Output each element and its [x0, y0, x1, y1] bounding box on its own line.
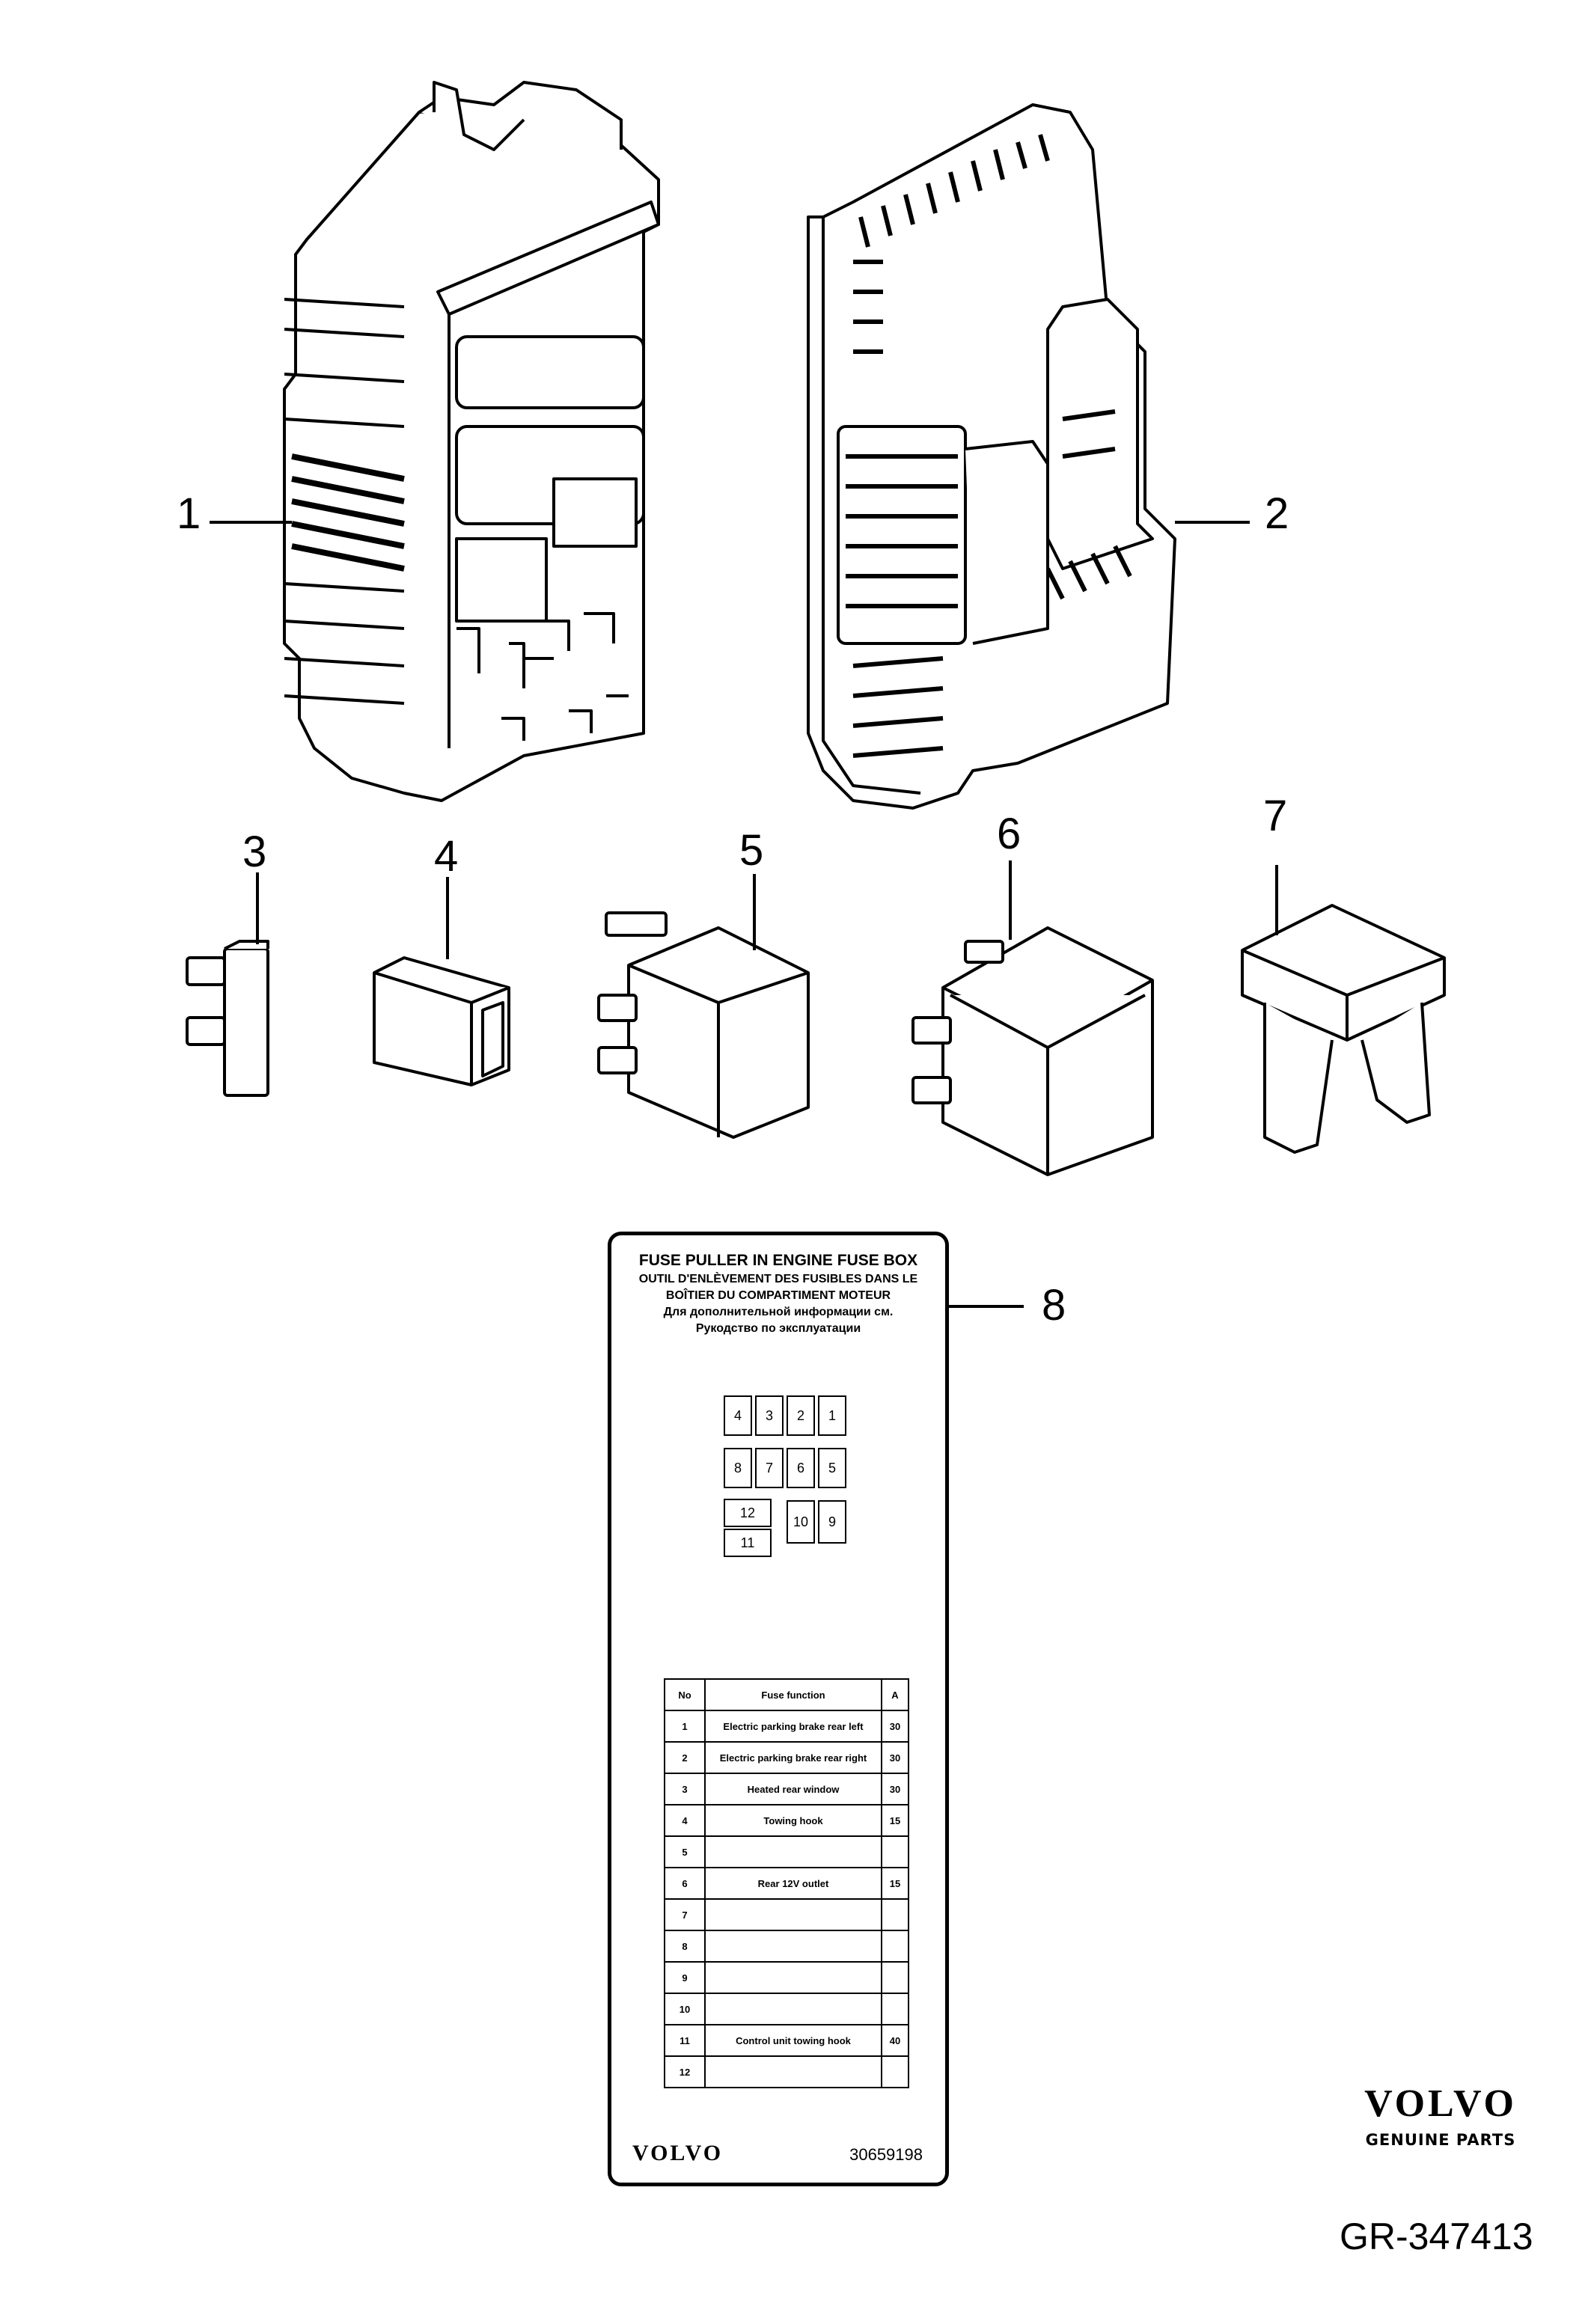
- fuse-slot: 6: [787, 1448, 815, 1488]
- cell-no: 7: [664, 1898, 706, 1931]
- cell-function: Towing hook: [704, 1804, 882, 1837]
- table-row: 5: [664, 1835, 909, 1868]
- cell-no: 4: [664, 1804, 706, 1837]
- fuse-slot: 2: [787, 1395, 815, 1436]
- cell-function: Electric parking brake rear right: [704, 1741, 882, 1774]
- cell-no: 6: [664, 1867, 706, 1900]
- label-brand-logo: VOLVO: [632, 2141, 724, 2165]
- cell-amps: 30: [881, 1710, 909, 1743]
- table-row: 8: [664, 1930, 909, 1963]
- fuse-slot: 3: [755, 1395, 784, 1436]
- fuse-puller-part-7: [1241, 904, 1446, 1154]
- cell-amps: 30: [881, 1773, 909, 1805]
- cell-amps: [881, 1835, 909, 1868]
- table-row: 12: [664, 2055, 909, 2088]
- cell-no: 9: [664, 1961, 706, 1994]
- cell-no: 8: [664, 1930, 706, 1963]
- callout-1: 1: [177, 489, 201, 538]
- cell-amps: 15: [881, 1867, 909, 1900]
- callout-6: 6: [997, 810, 1022, 858]
- label-title-ru-1: Для дополнительной информации см.: [663, 1306, 894, 1318]
- mini-relay-part-5: [597, 911, 810, 1139]
- cell-no: 11: [664, 2024, 706, 2057]
- cell-amps: 15: [881, 1804, 909, 1837]
- cell-amps: [881, 2055, 909, 2088]
- fuse-box-cover-part-2: [807, 103, 1176, 810]
- figure-id: GR-347413: [1340, 2216, 1533, 2257]
- label-title-fr-2: BOÎTIER DU COMPARTIMENT MOTEUR: [665, 1289, 891, 1302]
- column-header-no: No: [664, 1678, 706, 1711]
- fuse-slot: 11: [724, 1529, 772, 1557]
- label-title-ru-2: Рукодство по эксплуатации: [695, 1322, 861, 1335]
- volvo-logo: VOLVO: [1364, 2082, 1517, 2125]
- fuse-slot: 1: [818, 1395, 846, 1436]
- cell-function: Control unit towing hook: [704, 2024, 882, 2057]
- cell-no: 3: [664, 1773, 706, 1805]
- column-header-fuse-function: Fuse function: [704, 1678, 882, 1711]
- cell-no: 2: [664, 1741, 706, 1774]
- fuse-label-card: FUSE PULLER IN ENGINE FUSE BOX OUTIL D'E…: [608, 1232, 949, 2186]
- label-part-number: 30659198: [849, 2145, 923, 2164]
- fuse-slot: 10: [787, 1500, 815, 1544]
- cell-function: Rear 12V outlet: [704, 1867, 882, 1900]
- cell-function: Heated rear window: [704, 1773, 882, 1805]
- fuse-slot: 5: [818, 1448, 846, 1488]
- cartridge-fuse-part-4: [373, 956, 510, 1086]
- table-row: 10: [664, 1993, 909, 2025]
- fuse-box-part-1: [283, 81, 660, 802]
- table-row: 7: [664, 1898, 909, 1931]
- relay-part-6: [911, 926, 1154, 1176]
- cell-amps: [881, 1898, 909, 1931]
- label-title-fr-1: OUTIL D'ENLÈVEMENT DES FUSIBLES DANS LE: [638, 1273, 918, 1285]
- cell-function: [704, 1930, 882, 1963]
- cell-function: [704, 1993, 882, 2025]
- cell-no: 5: [664, 1835, 706, 1868]
- cell-no: 12: [664, 2055, 706, 2088]
- cell-amps: [881, 1961, 909, 1994]
- cell-amps: [881, 1993, 909, 2025]
- table-row: 9: [664, 1961, 909, 1994]
- fuse-slot: 12: [724, 1499, 772, 1527]
- cell-function: [704, 1835, 882, 1868]
- callout-8: 8: [1042, 1281, 1066, 1330]
- cell-function: Electric parking brake rear left: [704, 1710, 882, 1743]
- label-title: FUSE PULLER IN ENGINE FUSE BOX: [638, 1252, 918, 1269]
- callout-4: 4: [434, 832, 459, 881]
- cell-no: 10: [664, 1993, 706, 2025]
- genuine-parts-text: GENUINE PARTS: [1365, 2131, 1516, 2149]
- callout-2: 2: [1265, 489, 1289, 538]
- callout-3: 3: [242, 828, 267, 876]
- cell-amps: [881, 1930, 909, 1963]
- cell-function: [704, 2055, 882, 2088]
- callout-7: 7: [1263, 792, 1288, 840]
- fuse-slot: 7: [755, 1448, 784, 1488]
- table-header-row: No Fuse function A: [664, 1678, 909, 1711]
- fuse-slot: 8: [724, 1448, 752, 1488]
- cell-no: 1: [664, 1710, 706, 1743]
- blade-fuse-part-3: [186, 940, 269, 1097]
- cell-amps: 30: [881, 1741, 909, 1774]
- fuse-slot: 4: [724, 1395, 752, 1436]
- column-header-amps: A: [881, 1678, 909, 1711]
- cell-function: [704, 1961, 882, 1994]
- cell-function: [704, 1898, 882, 1931]
- cell-amps: 40: [881, 2024, 909, 2057]
- callout-5: 5: [739, 826, 764, 875]
- fuse-slot: 9: [818, 1500, 846, 1544]
